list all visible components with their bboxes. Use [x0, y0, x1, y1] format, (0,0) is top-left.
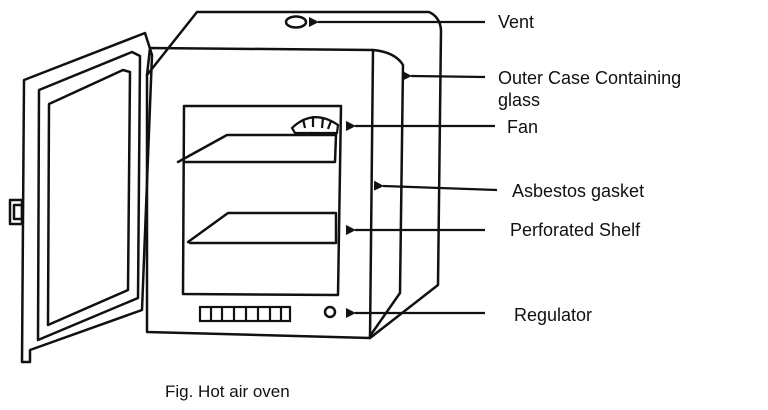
vent-opening: [284, 15, 308, 29]
door-latch: [8, 198, 24, 226]
figure-caption: Fig. Hot air oven: [165, 382, 290, 401]
fan-icon: [290, 116, 340, 135]
label-asbestos-gasket: Asbestos gasket: [512, 181, 645, 201]
label-outer-case-line1: Outer Case Containing: [498, 68, 682, 88]
label-perforated-shelf: Perforated Shelf: [510, 220, 641, 240]
asbestos-gasket-arrow: [373, 180, 498, 192]
outer-case: [145, 10, 443, 340]
label-regulator: Regulator: [514, 305, 593, 325]
outer-case-arrow: [401, 70, 486, 81]
oven-door: [20, 31, 154, 364]
regulator-knob: [323, 305, 337, 319]
label-fan: Fan: [507, 117, 539, 137]
label-vent: Vent: [498, 12, 535, 32]
label-outer-case-line2: glass: [498, 90, 541, 110]
control-panel: [198, 305, 292, 323]
inner-chamber: [176, 104, 343, 297]
